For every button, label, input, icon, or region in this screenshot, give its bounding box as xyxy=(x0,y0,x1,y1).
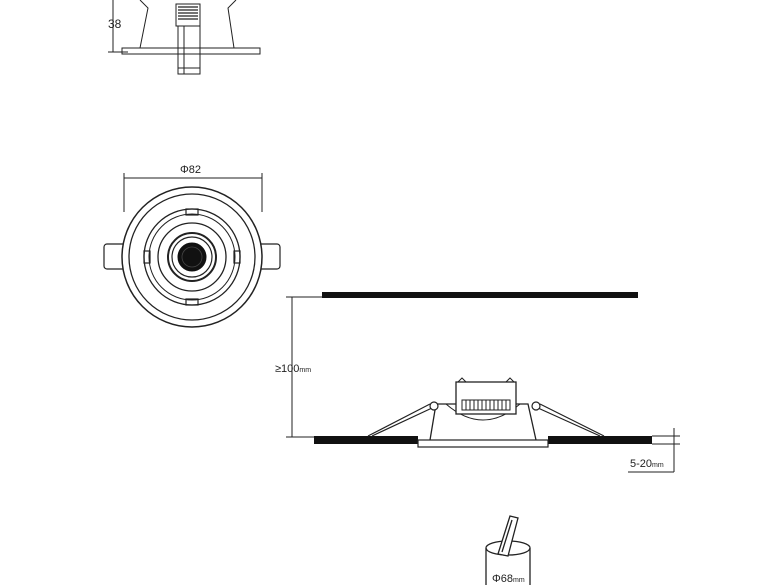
upper-slab xyxy=(322,292,638,298)
cutout-view xyxy=(485,515,531,585)
spring-clip-right xyxy=(537,403,605,437)
clearance-label: ≥100mm xyxy=(275,363,311,375)
trim-ring xyxy=(121,47,261,55)
diameter-label: Φ82 xyxy=(180,164,201,176)
spring-clip-left xyxy=(367,403,433,437)
cutout-tool xyxy=(497,515,519,557)
height-label: 38 xyxy=(108,17,122,31)
lens-ring xyxy=(157,222,227,292)
connector xyxy=(177,25,201,75)
ceiling-board-left xyxy=(314,436,418,444)
ceiling-thickness-label: 5-20mm xyxy=(630,458,664,470)
side-view xyxy=(108,0,261,75)
cutout-label: Φ68mm xyxy=(492,573,525,585)
top-view xyxy=(103,173,281,328)
inner-trim-ring xyxy=(128,193,256,321)
installation-view xyxy=(286,292,680,473)
ceiling-board-right xyxy=(548,436,652,444)
lamp-trim xyxy=(417,439,549,448)
